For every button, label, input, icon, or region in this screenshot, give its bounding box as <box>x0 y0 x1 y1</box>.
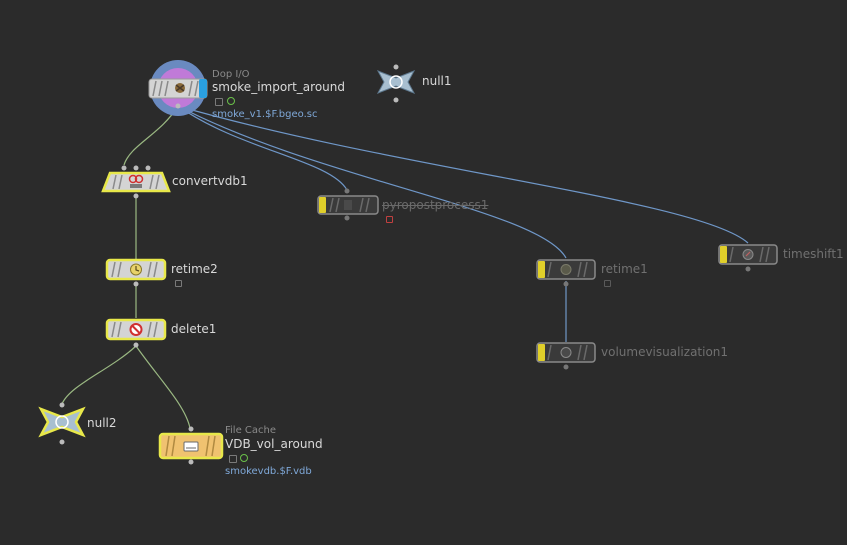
cache-status-icon <box>240 454 248 462</box>
lock-icon[interactable] <box>215 98 223 106</box>
node-pyropostprocess1[interactable] <box>316 186 382 224</box>
file-path-label: smokevdb.$F.vdb <box>225 466 312 477</box>
lock-icon[interactable] <box>386 216 393 223</box>
node-name-label[interactable]: null2 <box>87 416 117 430</box>
wire-import-to-pyropostprocess <box>177 105 348 191</box>
node-timeshift1[interactable] <box>716 241 782 275</box>
volume-icon <box>560 347 572 358</box>
clock-icon <box>130 263 142 276</box>
node-name-label[interactable]: retime2 <box>171 262 218 276</box>
clock-icon <box>560 264 572 275</box>
wire-delete1-to-null2 <box>61 345 137 405</box>
dop-io-icon <box>175 83 185 93</box>
null-icon <box>38 406 86 438</box>
node-type-label: File Cache <box>225 425 277 436</box>
node-name-label[interactable]: null1 <box>422 74 452 88</box>
file-cache-icon <box>183 441 199 452</box>
lock-icon[interactable] <box>229 455 237 463</box>
node-null1[interactable] <box>372 62 420 106</box>
wire-import-to-retime1 <box>177 105 567 259</box>
timeshift-icon <box>742 249 754 260</box>
node-type-label: Dop I/O <box>212 69 250 80</box>
node-name-label[interactable]: delete1 <box>171 322 217 336</box>
display-flag <box>199 79 207 98</box>
node-vdb-vol-around[interactable] <box>156 424 226 466</box>
node-convertvdb1[interactable] <box>100 163 172 199</box>
node-name-label[interactable]: VDB_vol_around <box>225 437 323 451</box>
vdb-icon <box>128 174 144 188</box>
bypass-flag <box>319 197 326 213</box>
node-name-label[interactable]: smoke_import_around <box>212 80 346 94</box>
node-retime1[interactable] <box>534 256 600 290</box>
bypass-flag <box>538 261 545 278</box>
bypass-flag <box>720 246 727 263</box>
node-name-label[interactable]: convertvdb1 <box>172 174 248 188</box>
wire-delete1-to-filecache <box>135 345 191 429</box>
bypass-flag <box>538 344 545 361</box>
cache-status-icon <box>227 97 235 105</box>
file-path-label: smoke_v1.$F.bgeo.sc <box>212 109 318 120</box>
node-name-label[interactable]: volumevisualization1 <box>601 345 729 359</box>
node-name-label[interactable]: pyropostprocess1 <box>382 198 489 212</box>
lock-icon[interactable] <box>175 280 182 287</box>
null-icon <box>376 70 416 94</box>
pyro-icon <box>344 200 352 210</box>
node-smoke-import-around[interactable] <box>145 58 213 118</box>
delete-icon <box>129 323 143 336</box>
node-null2[interactable] <box>36 400 88 448</box>
wire-import-to-timeshift1 <box>177 105 749 244</box>
node-name-label[interactable]: retime1 <box>601 262 648 276</box>
node-retime2[interactable] <box>104 256 170 290</box>
lock-icon[interactable] <box>604 280 611 287</box>
node-name-label[interactable]: timeshift1 <box>783 247 844 261</box>
node-delete1[interactable] <box>104 316 170 350</box>
node-volumevisualization1[interactable] <box>534 339 600 373</box>
